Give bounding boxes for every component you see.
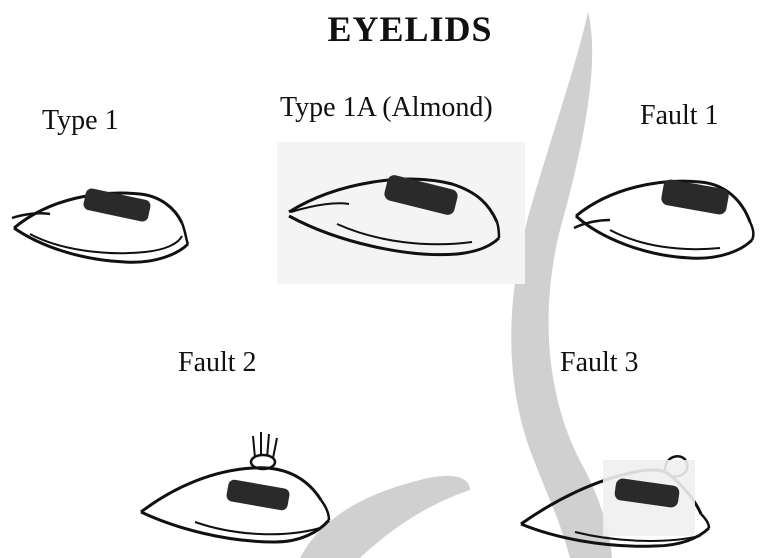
fault1-label: Fault 1 (640, 100, 719, 132)
type1-label: Type 1 (42, 105, 119, 137)
fault2-label: Fault 2 (178, 347, 257, 379)
type1-eye-drawing (10, 178, 200, 278)
fault1-eye-drawing (570, 170, 760, 280)
page-title: EYELIDS (0, 8, 762, 50)
type1a-eye-drawing (277, 142, 525, 284)
type1a-label: Type 1A (Almond) (280, 92, 493, 124)
fault3-label: Fault 3 (560, 347, 639, 379)
fault3-eye-drawing (515, 440, 725, 558)
fault2-eye-drawing (135, 428, 345, 558)
